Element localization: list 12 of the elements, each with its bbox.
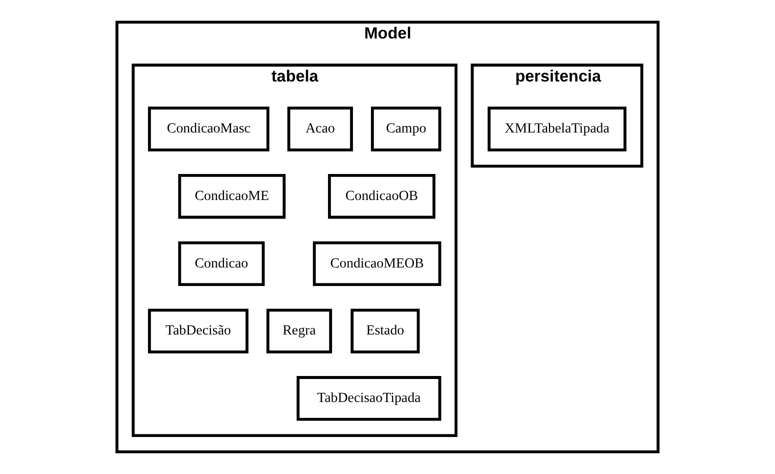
node-box: Condicao	[178, 241, 265, 286]
node-box: Regra	[266, 308, 332, 354]
node-box: Acao	[287, 106, 353, 152]
node-box: CondicaoMEOB	[312, 241, 442, 286]
node-box: Campo	[370, 106, 442, 152]
node-box: Estado	[350, 308, 420, 354]
node-box: XMLTabelaTipada	[488, 106, 626, 152]
node-box: TabDecisão	[148, 308, 248, 354]
node-box: CondicaoOB	[328, 174, 436, 219]
node-box: TabDecisaoTipada	[296, 376, 442, 421]
node-box: CondicaoME	[178, 174, 286, 219]
node-box: CondicaoMasc	[148, 106, 270, 152]
